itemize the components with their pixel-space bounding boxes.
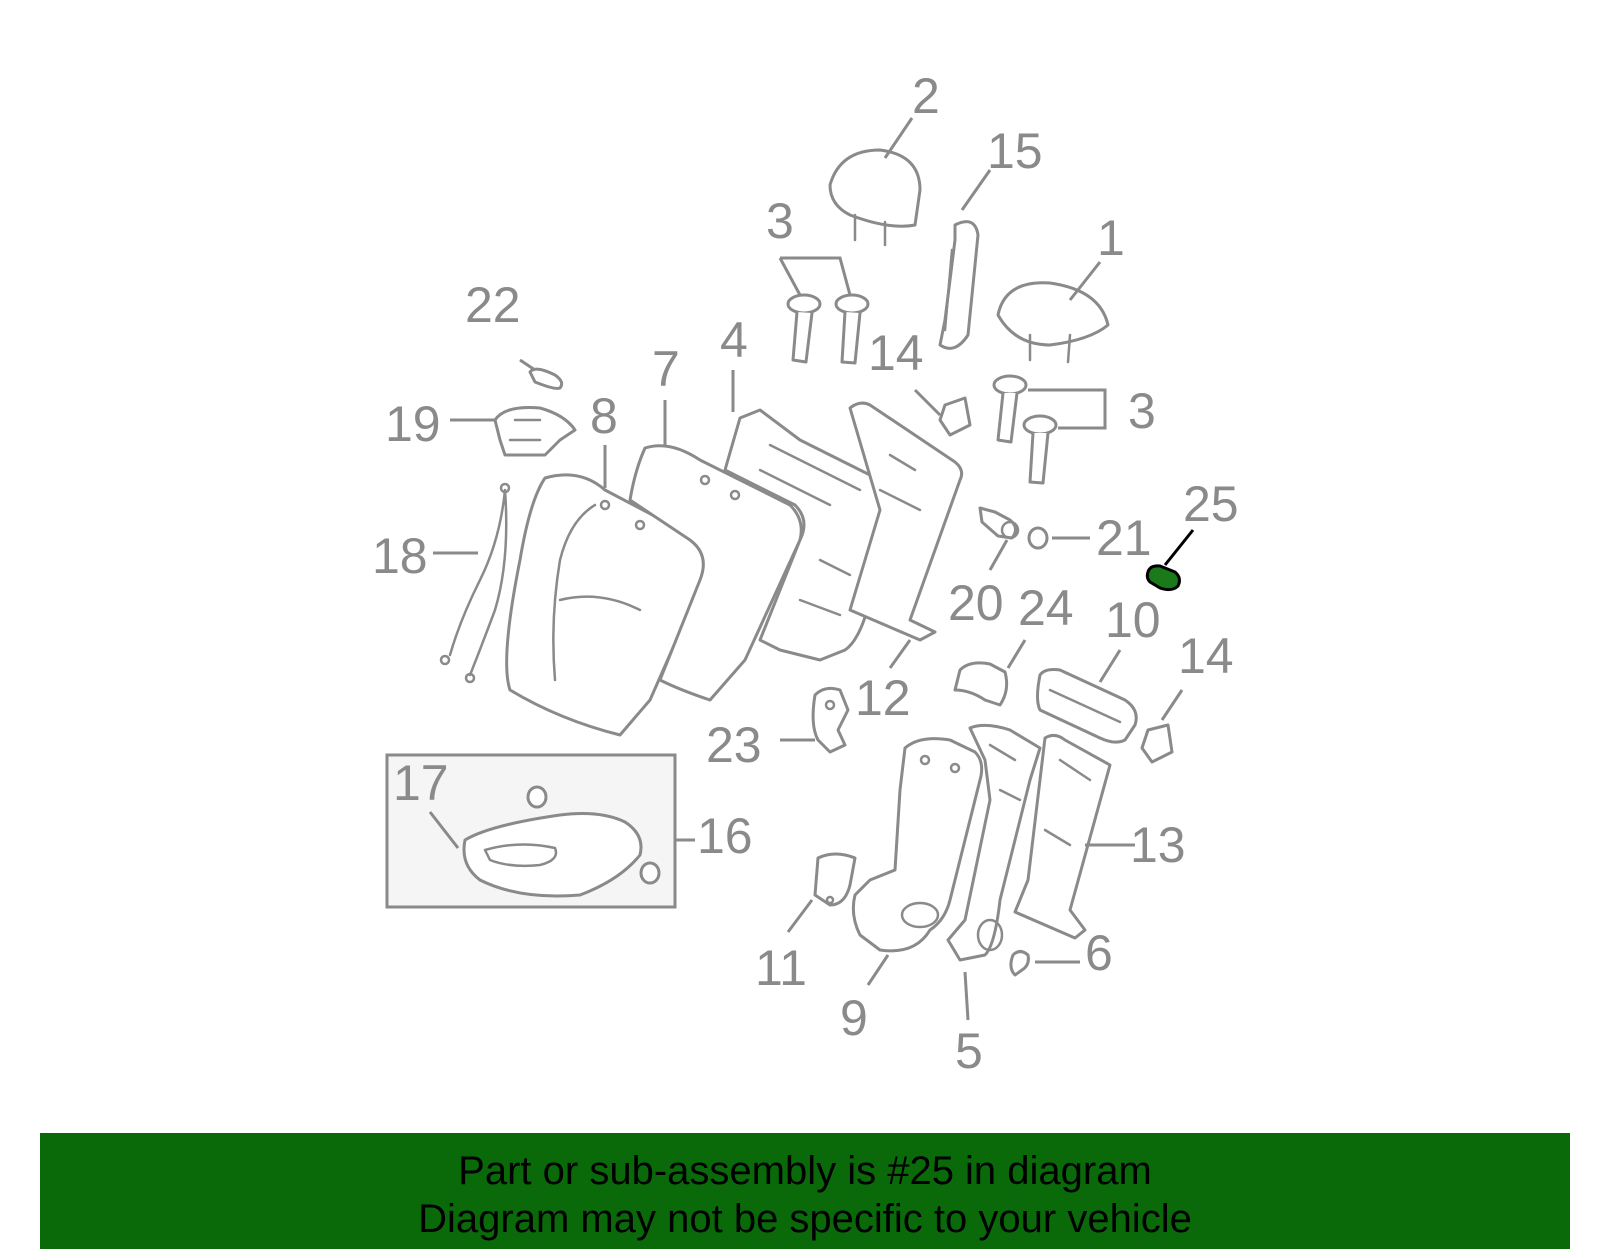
leader-3-lower (1028, 388, 1107, 430)
part-14-clip-lower (1140, 723, 1174, 764)
callout-21: 21 (1096, 510, 1152, 566)
callout-20: 20 (948, 575, 1004, 631)
callout-11: 11 (755, 940, 807, 996)
callout-17: 17 (393, 755, 449, 811)
leader-24 (1006, 639, 1027, 669)
part-12-back-panel (848, 401, 964, 642)
part-2-headrest (828, 148, 922, 247)
callout-12: 12 (855, 670, 911, 726)
callout-22: 22 (465, 277, 521, 333)
part-25-highlighted (1145, 564, 1181, 592)
callout-24: 24 (1018, 580, 1074, 636)
leader-5 (963, 971, 970, 1021)
callout-3-lower: 3 (1128, 383, 1156, 439)
part-9-side-bolster (851, 737, 984, 953)
leader-9 (866, 954, 890, 986)
callout-8: 8 (590, 388, 618, 444)
leader-22 (519, 358, 536, 372)
part-7-seatback-cover (628, 444, 803, 702)
part-14-clip-upper (938, 396, 972, 437)
leader-14-upper (913, 388, 942, 417)
part-22 (528, 367, 564, 390)
leader-15 (960, 169, 992, 211)
callout-1: 1 (1097, 210, 1125, 266)
leader-3-upper (778, 256, 852, 296)
part-19-bracket (493, 406, 577, 457)
leader-2 (883, 117, 914, 159)
callout-23: 23 (706, 717, 762, 773)
part-20-bolt (978, 506, 1020, 540)
part-11-trim (813, 852, 857, 907)
callout-15: 15 (987, 123, 1043, 179)
callout-9: 9 (840, 990, 868, 1046)
leader-10 (1098, 649, 1122, 683)
part-10-armrest (1036, 668, 1138, 744)
part-18-cable (439, 482, 511, 684)
part-8-seatback-cover (505, 473, 711, 737)
leader-12 (888, 639, 912, 669)
info-banner: Part or sub-assembly is #25 in diagram D… (40, 1133, 1570, 1249)
callout-13: 13 (1130, 817, 1186, 873)
callout-6: 6 (1085, 925, 1113, 981)
banner-line-disclaimer: Diagram may not be specific to your vehi… (418, 1197, 1192, 1241)
part-13-back-panel (1013, 733, 1112, 940)
part-3-guides-upper (786, 293, 870, 365)
callout-19: 19 (385, 396, 441, 452)
callout-2: 2 (912, 68, 940, 124)
callout-3-upper: 3 (766, 193, 794, 249)
leader-25 (1163, 529, 1195, 566)
part-3-guides-lower (992, 374, 1058, 485)
callout-10: 10 (1105, 592, 1161, 648)
leader-14-lower (1160, 689, 1184, 721)
inset-16-cushion-assembly (385, 753, 677, 909)
part-15-belt-guide (938, 220, 980, 350)
callout-25: 25 (1183, 476, 1239, 532)
callout-14-upper: 14 (868, 325, 924, 381)
callout-16: 16 (697, 808, 753, 864)
part-16-grommet-2 (639, 861, 661, 885)
part-1-headrest (996, 281, 1110, 364)
callout-18: 18 (372, 528, 428, 584)
banner-line-part: Part or sub-assembly is #25 in diagram (458, 1149, 1152, 1193)
part-21-nut (1027, 526, 1049, 550)
leader-20 (988, 539, 1009, 571)
part-17-cushion (462, 812, 643, 898)
part-23-latch (811, 686, 850, 754)
part-24-trim (953, 661, 1009, 707)
leader-1 (1068, 261, 1102, 301)
leader-11 (786, 899, 814, 933)
callout-5: 5 (955, 1023, 983, 1079)
leader-17 (428, 811, 460, 849)
part-6-clip (1009, 950, 1030, 977)
callout-14-lower: 14 (1178, 628, 1234, 684)
callout-7: 7 (652, 341, 680, 397)
part-16-grommet (526, 785, 548, 809)
part-5-seat-frame (946, 723, 1042, 962)
callout-4: 4 (720, 312, 748, 368)
